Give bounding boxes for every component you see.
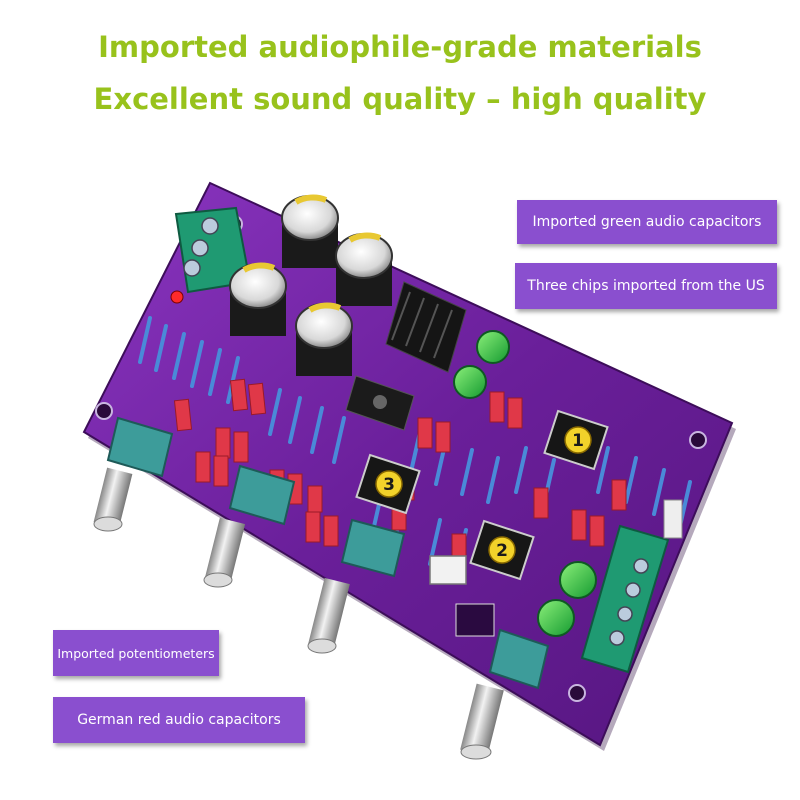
output-terminal [580,524,670,674]
chip-3: 3 [355,453,421,515]
chip-2: 2 [469,519,535,581]
callout-green-capacitors: Imported green audio capacitors [517,200,777,244]
green-audio-capacitors [453,330,597,637]
socket-pins [455,603,495,637]
headline-line-2: Excellent sound quality – high quality [93,82,707,116]
callout-red-capacitors: German red audio capacitors [53,697,305,743]
input-terminal [174,206,252,294]
callout-chips: Three chips imported from the US [515,263,777,309]
heatsink [345,281,467,431]
potentiometer-1 [93,416,174,532]
potentiometer-4 [460,628,550,760]
potentiometer-3 [307,518,406,654]
white-connector [663,499,683,539]
chip-marker-1: 1 [572,431,584,451]
power-capacitors [229,194,393,376]
chip-1: 1 [543,409,609,471]
potentiometer-2 [203,464,296,588]
power-led [170,290,184,304]
chip-marker-3: 3 [383,475,395,495]
chip-marker-2: 2 [496,541,508,561]
small-module [429,555,467,585]
callout-potentiometers: Imported potentiometers [53,630,219,676]
headline-line-1: Imported audiophile-grade materials [98,30,702,64]
